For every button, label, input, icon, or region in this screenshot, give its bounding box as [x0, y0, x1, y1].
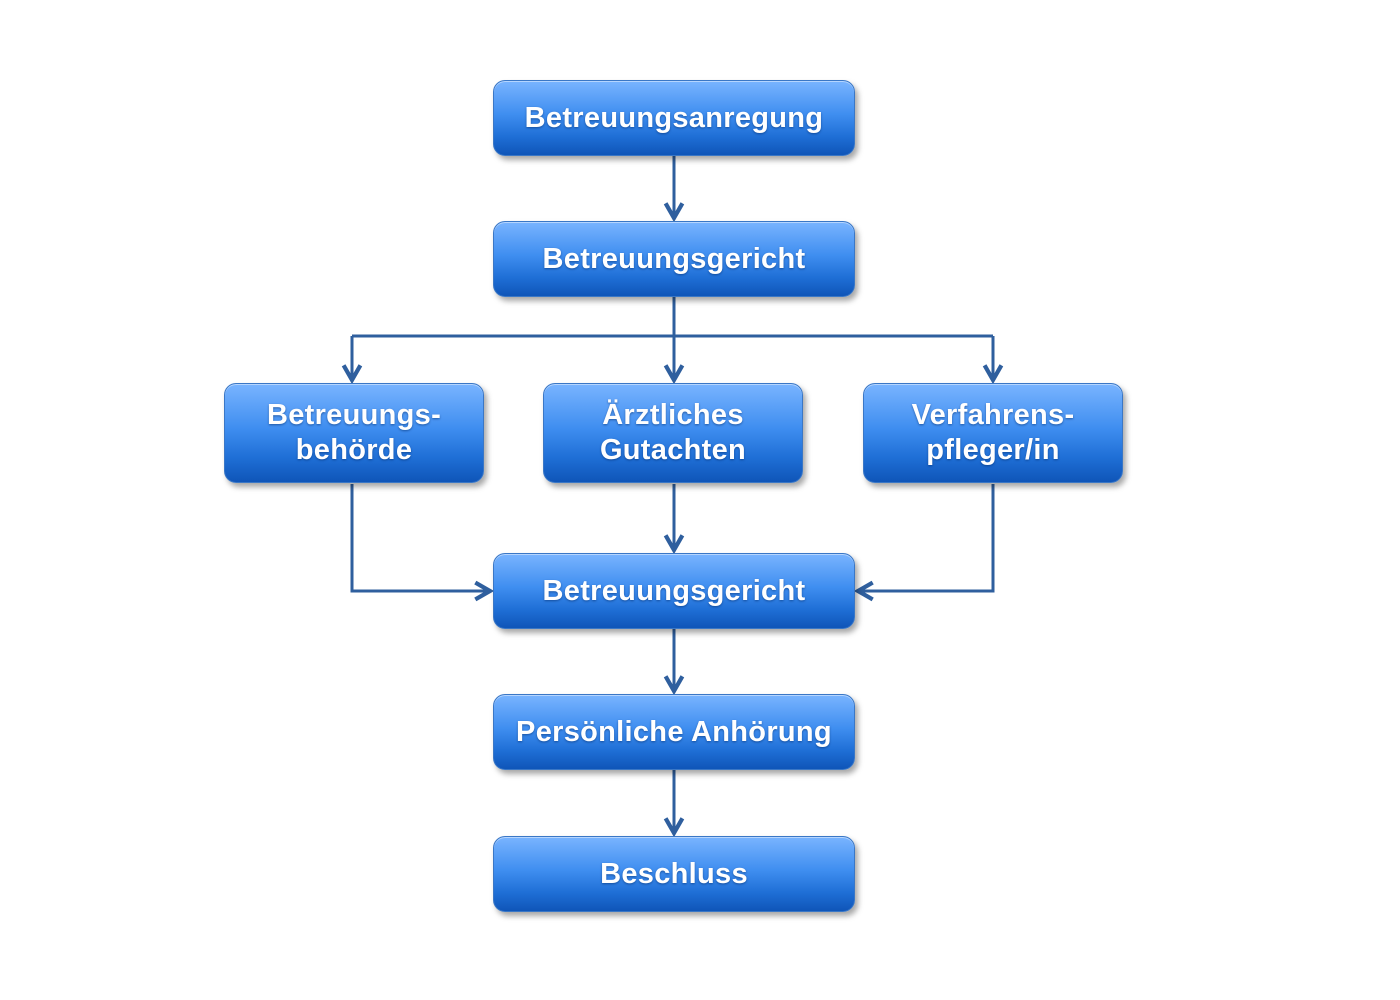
node-aerztliches-gutachten: Ärztliches Gutachten	[543, 383, 803, 483]
node-label-line2: Gutachten	[599, 434, 747, 466]
arrow-pfleger-to-gericht2	[858, 484, 995, 591]
node-betreuungsgericht-1: Betreuungsgericht	[493, 221, 855, 297]
node-betreuungsbehoerde: Betreuungs- behörde	[224, 383, 484, 483]
node-label: Beschluss	[600, 857, 748, 890]
node-label-line2: pfleger/in	[926, 434, 1060, 466]
node-label: Persönliche Anhörung	[516, 715, 832, 748]
node-label: Betreuungsgericht	[542, 574, 806, 607]
node-label: Betreuungsanregung	[524, 101, 824, 134]
node-label-line1: Betreuungs-	[266, 399, 442, 431]
node-label: Betreuungsgericht	[542, 242, 806, 275]
node-verfahrenspfleger: Verfahrens- pfleger/in	[863, 383, 1123, 483]
node-betreuungsgericht-2: Betreuungsgericht	[493, 553, 855, 629]
node-betreuungsanregung: Betreuungsanregung	[493, 80, 855, 156]
node-label-line1: Ärztliches	[602, 399, 744, 431]
node-label-line2: behörde	[295, 434, 413, 466]
node-label-line1: Verfahrens-	[911, 399, 1075, 431]
arrow-behoerde-to-gericht2	[350, 484, 490, 591]
node-persoenliche-anhoerung: Persönliche Anhörung	[493, 694, 855, 770]
node-beschluss: Beschluss	[493, 836, 855, 912]
